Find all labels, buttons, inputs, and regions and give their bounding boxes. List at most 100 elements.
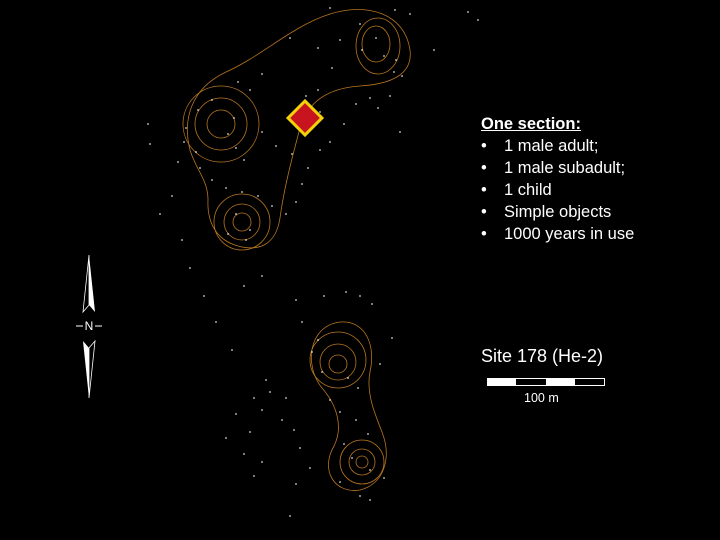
survey-point — [345, 291, 347, 293]
survey-point — [393, 71, 395, 73]
survey-point — [225, 437, 227, 439]
survey-point — [291, 153, 293, 155]
survey-point — [293, 429, 295, 431]
survey-point — [271, 205, 273, 207]
survey-point — [235, 213, 237, 215]
survey-point — [235, 147, 237, 149]
survey-point — [343, 123, 345, 125]
survey-point — [281, 419, 283, 421]
survey-point — [377, 107, 379, 109]
survey-point — [177, 161, 179, 163]
survey-point — [285, 213, 287, 215]
survey-point — [189, 267, 191, 269]
survey-point — [339, 411, 341, 413]
info-heading: One section: — [481, 115, 581, 133]
survey-point — [243, 159, 245, 161]
survey-point — [375, 37, 377, 39]
survey-point — [261, 461, 263, 463]
survey-point — [249, 89, 251, 91]
info-item: • 1 male subadult; — [481, 157, 634, 179]
survey-point — [295, 201, 297, 203]
survey-point — [233, 117, 235, 119]
survey-point — [311, 351, 313, 353]
survey-point — [269, 391, 271, 393]
info-list: • 1 male adult; • 1 male subadult; • 1 chil… — [481, 135, 634, 245]
survey-point — [307, 167, 309, 169]
info-item: •Simple objects — [481, 201, 634, 223]
survey-point — [329, 141, 331, 143]
survey-point — [199, 167, 201, 169]
lower-mound-contours — [309, 321, 387, 491]
survey-point — [433, 49, 435, 51]
survey-point — [323, 295, 325, 297]
survey-point — [295, 483, 297, 485]
burial-info: One section: • 1 male adult; • 1 male suba… — [481, 113, 634, 245]
survey-point — [231, 349, 233, 351]
survey-point — [355, 419, 357, 421]
survey-point — [249, 431, 251, 433]
survey-point — [395, 59, 397, 61]
survey-point — [389, 95, 391, 97]
survey-point — [197, 109, 199, 111]
survey-point — [369, 97, 371, 99]
survey-point — [305, 95, 307, 97]
survey-point — [275, 145, 277, 147]
survey-point — [329, 7, 331, 9]
survey-point — [295, 299, 297, 301]
north-label: N — [85, 319, 94, 333]
survey-point — [401, 75, 403, 77]
survey-point — [359, 495, 361, 497]
survey-point — [183, 141, 185, 143]
survey-point — [351, 457, 353, 459]
survey-point — [319, 149, 321, 151]
survey-point — [301, 321, 303, 323]
survey-point — [149, 143, 151, 145]
survey-point — [329, 399, 331, 401]
survey-point — [339, 481, 341, 483]
survey-point — [235, 413, 237, 415]
scale-bar — [487, 378, 605, 386]
info-item-text: 1 child — [504, 181, 552, 199]
survey-point — [383, 55, 385, 57]
bullet-marker: • — [481, 159, 487, 177]
survey-point — [261, 275, 263, 277]
survey-point — [285, 397, 287, 399]
survey-point — [237, 81, 239, 83]
survey-point — [265, 379, 267, 381]
survey-point — [261, 73, 263, 75]
survey-point — [243, 285, 245, 287]
survey-point — [257, 195, 259, 197]
survey-point — [317, 339, 319, 341]
survey-point — [379, 363, 381, 365]
bullet-marker: • — [481, 137, 487, 155]
survey-point — [369, 469, 371, 471]
survey-point — [301, 183, 303, 185]
survey-point — [253, 475, 255, 477]
survey-point — [321, 371, 323, 373]
survey-point — [477, 19, 479, 21]
survey-point — [347, 377, 349, 379]
survey-point — [355, 103, 357, 105]
survey-point — [369, 499, 371, 501]
survey-point — [171, 195, 173, 197]
survey-point — [399, 131, 401, 133]
survey-point — [289, 515, 291, 517]
survey-point — [371, 303, 373, 305]
info-item-text: 1 male adult; — [504, 137, 599, 155]
survey-point — [147, 123, 149, 125]
survey-point — [409, 13, 411, 15]
survey-point — [319, 111, 321, 113]
survey-point — [211, 179, 213, 181]
info-item-text: 1 male subadult; — [504, 159, 626, 177]
info-item: •1000 years in use — [481, 223, 634, 245]
burial-location-marker — [285, 98, 325, 138]
survey-point — [227, 133, 229, 135]
survey-point — [317, 47, 319, 49]
bullet-marker: • — [481, 225, 487, 243]
info-item: • 1 child — [481, 179, 634, 201]
bullet-marker: • — [481, 181, 487, 199]
site-title: Site 178 (He-2) — [481, 346, 604, 366]
survey-point — [203, 295, 205, 297]
survey-point — [299, 447, 301, 449]
